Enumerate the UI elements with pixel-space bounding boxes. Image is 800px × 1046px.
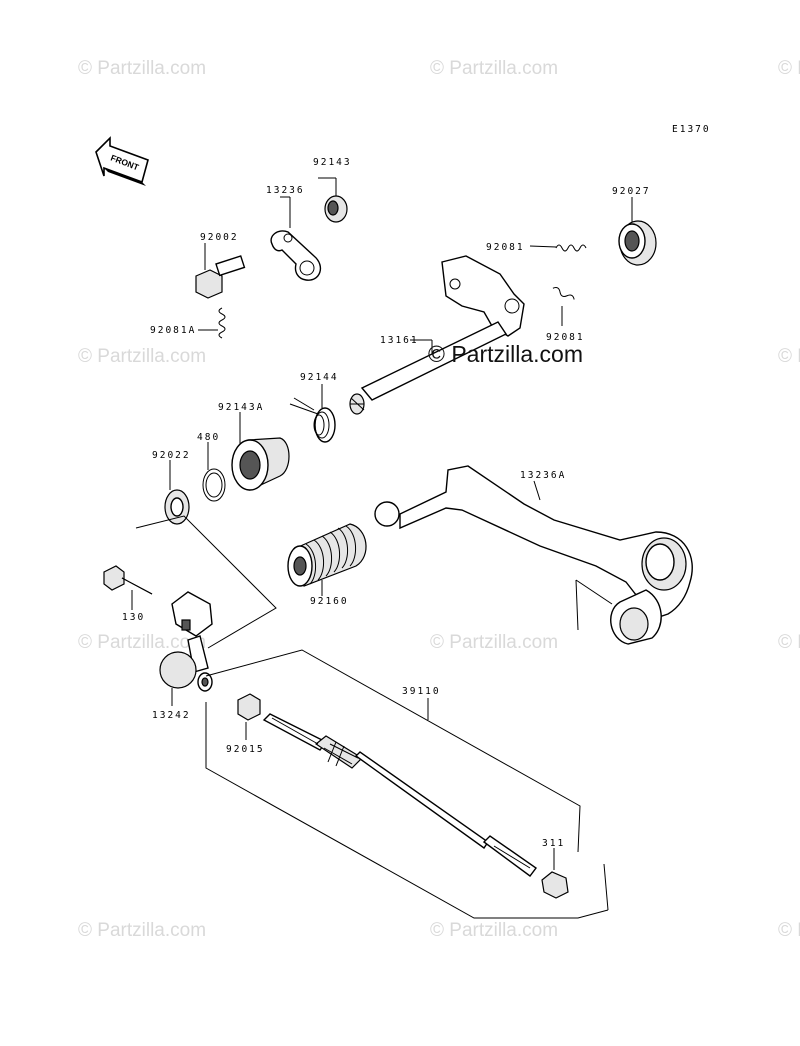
part-label-92015: 92015: [226, 744, 265, 755]
watermark: © Partzilla.com: [78, 58, 206, 79]
part-label-92002: 92002: [200, 232, 239, 243]
part-label-480: 480: [197, 432, 220, 443]
watermark: © Partzilla.com: [430, 58, 558, 79]
part-92143A-collar: [231, 412, 290, 491]
part-label-13236A: 13236A: [520, 470, 566, 481]
part-480-circlip: [202, 442, 226, 502]
part-92027-seal: [618, 197, 657, 266]
leader-line: [135, 515, 277, 649]
part-label-92143: 92143: [313, 157, 352, 168]
part-label-92144: 92144: [300, 372, 339, 383]
part-13236-link: [270, 196, 322, 281]
part-92143-collar: [318, 177, 348, 223]
part-92002-bolt: [195, 243, 246, 299]
part-92144-spring: [289, 384, 336, 443]
assembly-frame: [205, 649, 581, 853]
part-label-311: 311: [542, 838, 565, 849]
part-label-92143A: 92143A: [218, 402, 264, 413]
part-130-bolt: [103, 565, 153, 610]
part-label-92027: 92027: [612, 186, 651, 197]
reference-code: E1370: [672, 124, 711, 135]
watermark: © Partzilla.com: [778, 346, 800, 367]
part-92081-spring-top: [529, 244, 587, 252]
part-label-39110: 39110: [402, 686, 441, 697]
part-92081-spring-right: [552, 287, 575, 326]
part-label-92022: 92022: [152, 450, 191, 461]
part-13236A-pedal: [374, 465, 693, 645]
part-311-nut: [541, 848, 569, 899]
watermark-layer: © Partzilla.com © Partzilla.com © Partzi…: [78, 58, 800, 941]
assembly-frame: [603, 863, 609, 911]
watermark: © Partzilla.com: [430, 632, 558, 653]
part-label-92081-right: 92081: [546, 332, 585, 343]
part-label-13161: 13161: [380, 335, 419, 346]
part-92015-nut: [237, 693, 261, 740]
brand-watermark: © Partzilla.com: [428, 341, 583, 367]
watermark: © Partzilla.com: [778, 58, 800, 79]
part-label-92081A: 92081A: [150, 325, 196, 336]
watermark: © Partzilla.com: [78, 632, 206, 653]
assembly-frame: [205, 702, 609, 919]
part-92160-rubber: [287, 523, 367, 596]
part-92081A-spring: [198, 307, 226, 339]
part-label-130: 130: [122, 612, 145, 623]
part-13242-rod-end: [159, 591, 213, 706]
watermark: © Partzilla.com: [78, 346, 206, 367]
part-13161-shaft: [349, 255, 525, 415]
watermark: © Partzilla.com: [778, 920, 800, 941]
part-92022-washer: [164, 460, 190, 525]
front-arrow-icon: FRONT: [95, 136, 149, 186]
watermark: © Partzilla.com: [78, 920, 206, 941]
part-label-92081-top: 92081: [486, 242, 525, 253]
part-label-92160: 92160: [310, 596, 349, 607]
part-label-13236: 13236: [266, 185, 305, 196]
watermark: © Partzilla.com: [778, 632, 800, 653]
watermark: © Partzilla.com: [430, 920, 558, 941]
part-label-13242: 13242: [152, 710, 191, 721]
part-39110-rod: [262, 713, 537, 877]
